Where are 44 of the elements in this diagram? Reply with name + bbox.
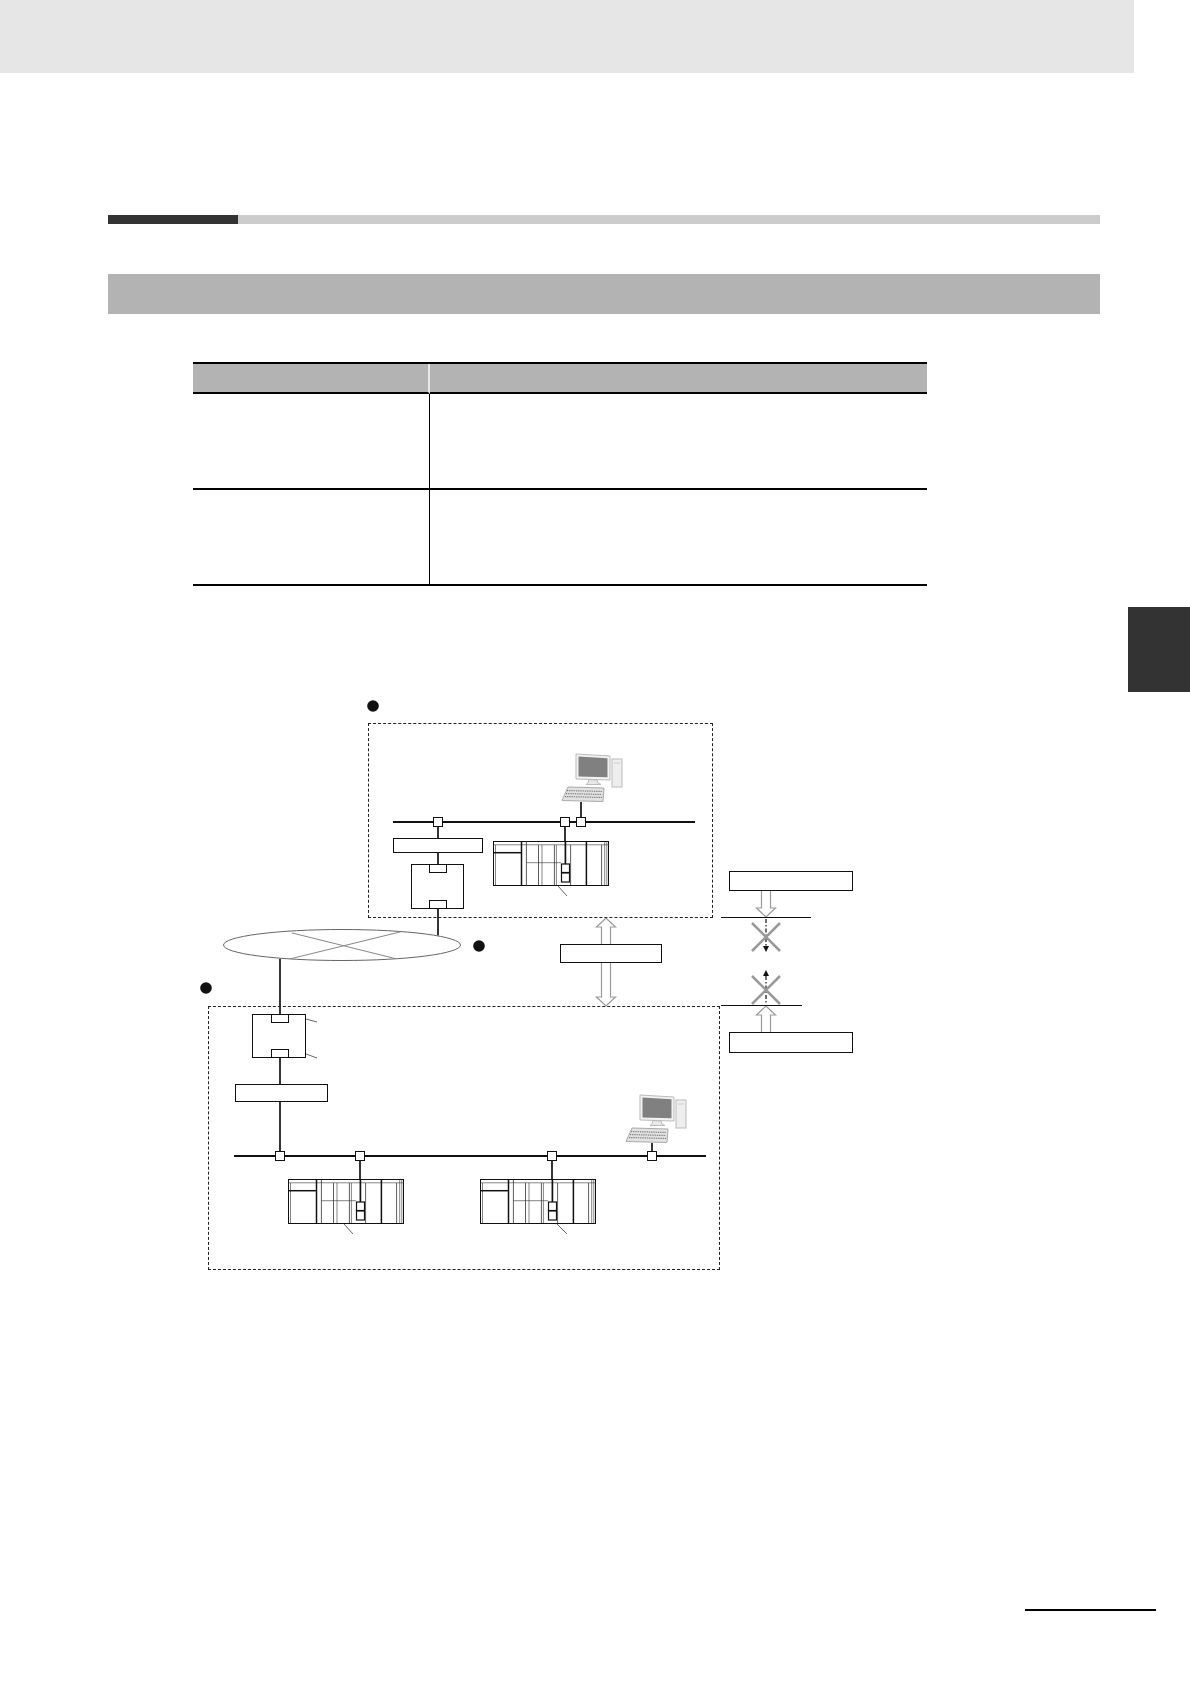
connection-line	[279, 957, 281, 1015]
controller-rack-illustration	[493, 841, 609, 886]
dashed-zone	[208, 1006, 720, 1270]
connection-line	[437, 826, 439, 839]
network-bus-line	[393, 817, 695, 827]
leader-line	[305, 1018, 318, 1023]
connection-line	[564, 826, 566, 842]
connection-line	[580, 801, 582, 818]
connection-line	[437, 852, 439, 865]
hollow-arrow	[595, 917, 617, 945]
leader-line	[557, 885, 568, 897]
blank-box	[560, 944, 662, 963]
side-tab	[1128, 607, 1190, 692]
controller-rack-illustration	[288, 1179, 404, 1224]
hollow-arrow	[595, 962, 617, 1007]
connection-line	[279, 1101, 281, 1152]
connection-line	[437, 908, 439, 937]
leader-line	[305, 1053, 318, 1059]
blank-box	[235, 1084, 328, 1102]
dashed-zone	[368, 723, 713, 918]
connection-line	[359, 1160, 361, 1180]
boundary-line	[721, 1005, 802, 1006]
connection-line	[651, 1142, 653, 1152]
port-box	[429, 864, 447, 873]
port-box	[429, 900, 447, 909]
heading-band	[108, 274, 1100, 314]
desktop-computer-icon	[561, 753, 623, 802]
boundary-line	[721, 917, 811, 918]
device-box	[411, 864, 464, 909]
device-box	[252, 1014, 306, 1058]
leader-line	[343, 1223, 354, 1235]
hollow-arrow	[755, 890, 777, 918]
connection-line	[551, 1160, 553, 1180]
blank-box	[729, 1032, 853, 1053]
blank-box	[729, 871, 853, 891]
network-bus-line	[234, 1151, 706, 1161]
connection-line	[279, 1057, 281, 1085]
port-box	[271, 1049, 289, 1058]
hollow-arrow	[755, 1005, 777, 1033]
desktop-computer-icon	[625, 1094, 687, 1143]
port-box	[271, 1014, 289, 1023]
blank-box	[393, 838, 483, 853]
network-ellipse	[223, 929, 461, 961]
controller-rack-illustration	[480, 1179, 596, 1224]
